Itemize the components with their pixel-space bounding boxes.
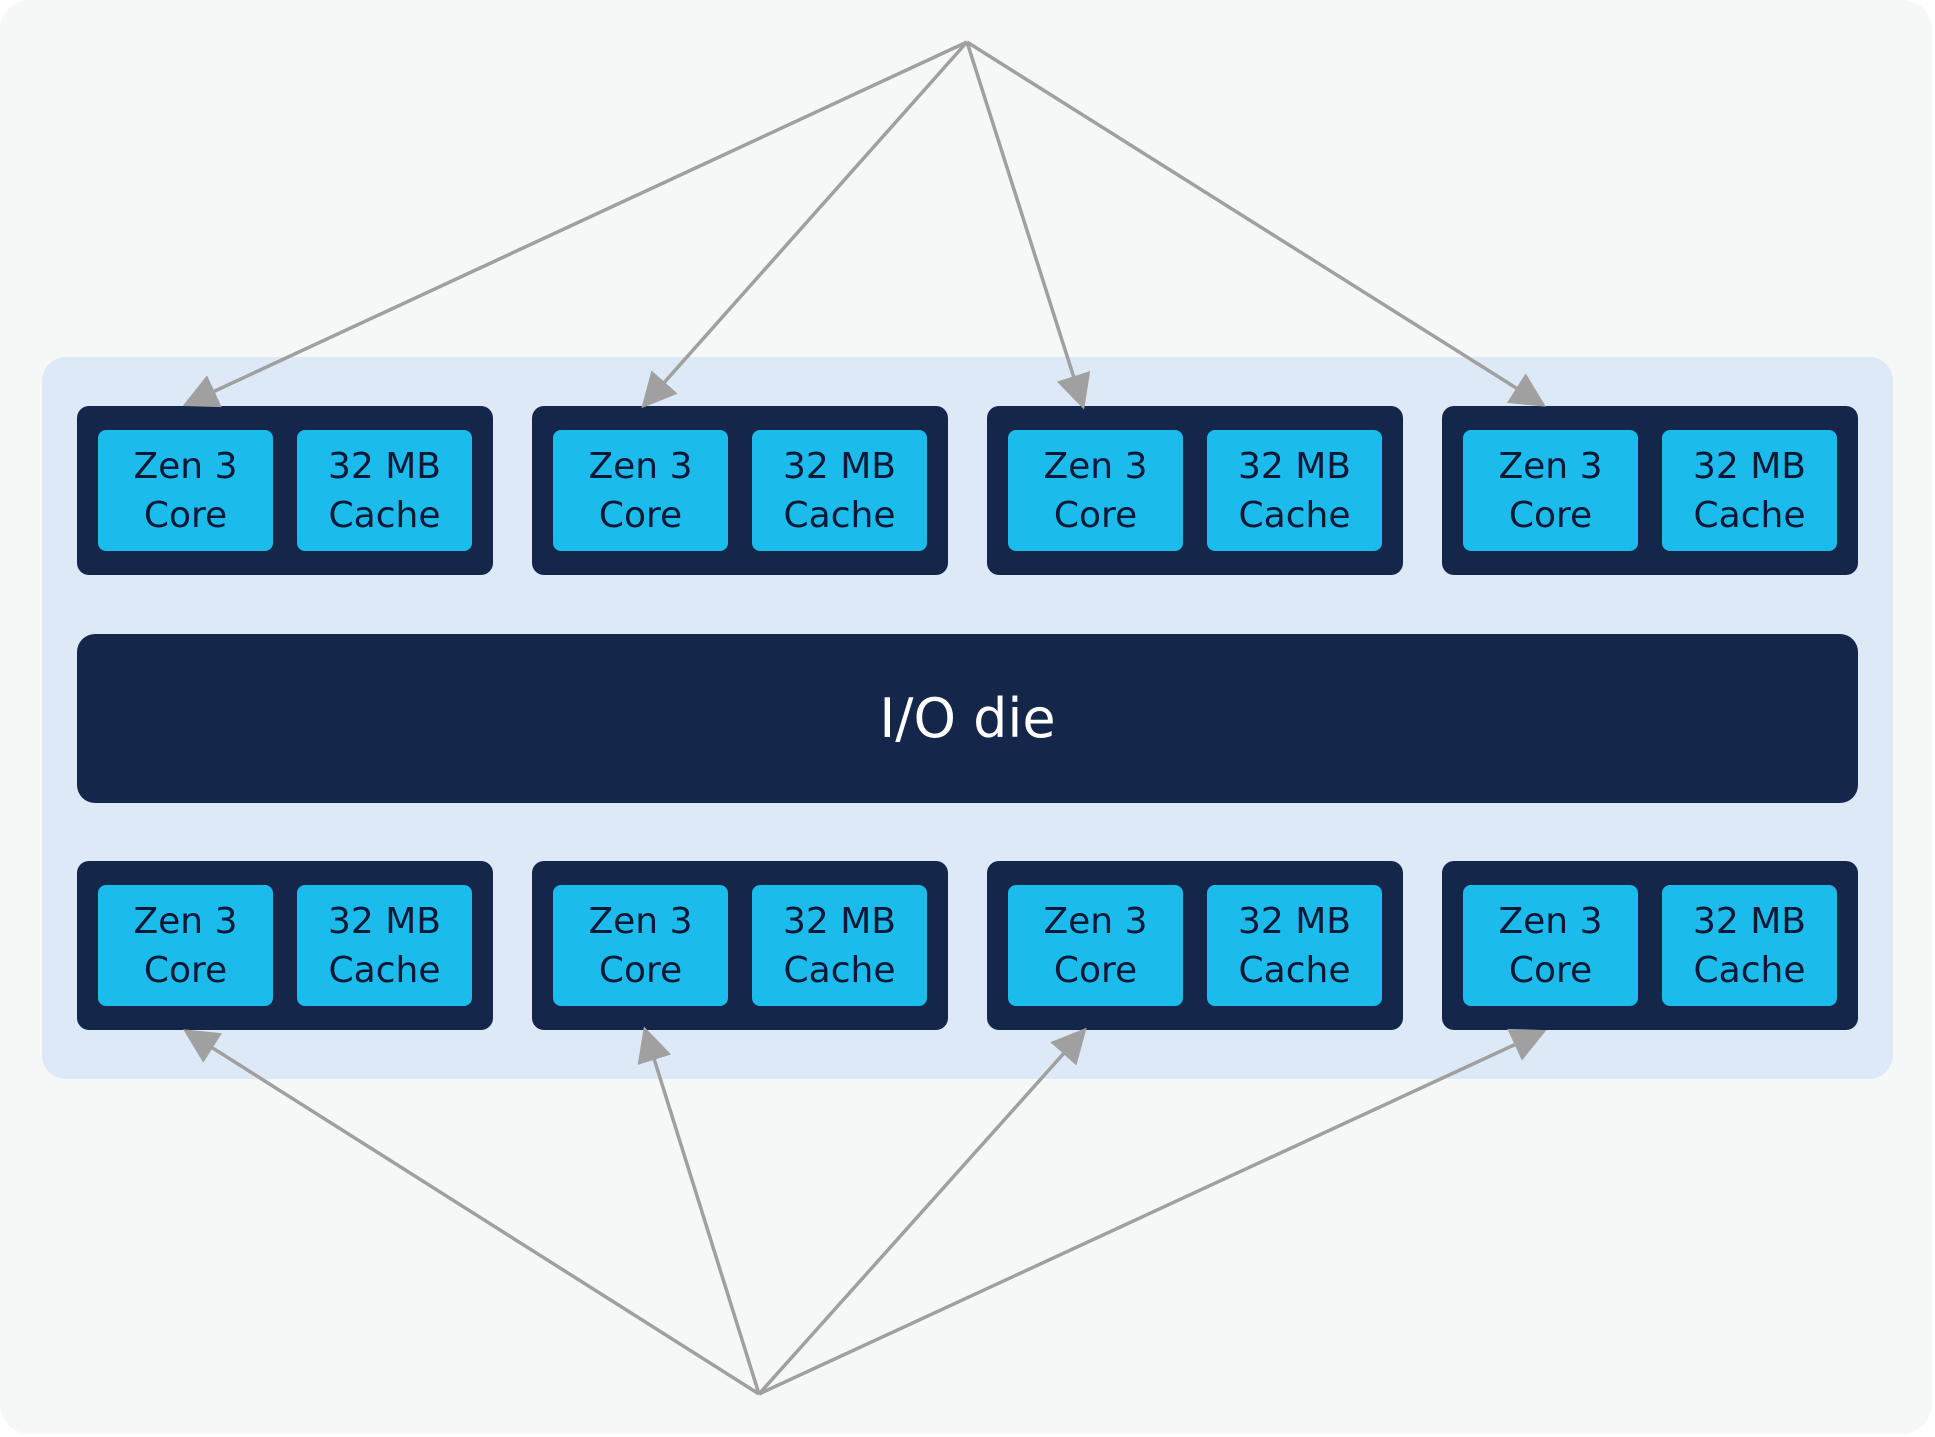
core-label-line2: Core — [143, 494, 228, 536]
ccd-bottom-2: Zen 3 Core 32 MB Cache — [532, 861, 948, 1030]
cache-label-line1: 32 MB — [1237, 900, 1351, 942]
core-label-line2: Core — [1053, 494, 1138, 536]
cache-label-line2: Cache — [1693, 494, 1806, 536]
cache-label-line2: Cache — [328, 494, 441, 536]
cache-label-line1: 32 MB — [782, 900, 896, 942]
cache-block: 32 MB Cache — [1662, 430, 1837, 551]
cache-label-line1: 32 MB — [327, 445, 441, 487]
ccd-top-1: Zen 3 Core 32 MB Cache — [77, 406, 493, 575]
core-label-line1: Zen 3 — [1043, 445, 1148, 487]
cache-label-line2: Cache — [1238, 494, 1351, 536]
zen3-core-block: Zen 3 Core — [98, 885, 273, 1006]
zen3-core-block: Zen 3 Core — [1463, 430, 1638, 551]
cache-label-line2: Cache — [783, 949, 896, 991]
core-label-line1: Zen 3 — [1043, 900, 1148, 942]
cache-label-line2: Cache — [1238, 949, 1351, 991]
zen3-core-block: Zen 3 Core — [553, 885, 728, 1006]
cache-label-line1: 32 MB — [1692, 445, 1806, 487]
ccd-bottom-1: Zen 3 Core 32 MB Cache — [77, 861, 493, 1030]
cache-block: 32 MB Cache — [752, 885, 927, 1006]
core-label-line1: Zen 3 — [1498, 445, 1603, 487]
io-die-label: I/O die — [879, 687, 1056, 750]
zen3-core-block: Zen 3 Core — [1008, 885, 1183, 1006]
cache-label-line2: Cache — [328, 949, 441, 991]
ccd-bottom-3: Zen 3 Core 32 MB Cache — [987, 861, 1403, 1030]
cache-block: 32 MB Cache — [1207, 885, 1382, 1006]
cache-label-line1: 32 MB — [782, 445, 896, 487]
core-label-line2: Core — [598, 949, 683, 991]
cache-block: 32 MB Cache — [297, 885, 472, 1006]
ccd-top-3: Zen 3 Core 32 MB Cache — [987, 406, 1403, 575]
zen3-core-block: Zen 3 Core — [553, 430, 728, 551]
ccd-bottom-4: Zen 3 Core 32 MB Cache — [1442, 861, 1858, 1030]
core-label-line1: Zen 3 — [1498, 900, 1603, 942]
cache-label-line2: Cache — [783, 494, 896, 536]
cache-label-line1: 32 MB — [327, 900, 441, 942]
core-label-line2: Core — [143, 949, 228, 991]
zen3-core-block: Zen 3 Core — [98, 430, 273, 551]
zen3-core-block: Zen 3 Core — [1008, 430, 1183, 551]
zen3-core-block: Zen 3 Core — [1463, 885, 1638, 1006]
core-label-line1: Zen 3 — [133, 445, 238, 487]
ccd-top-4: Zen 3 Core 32 MB Cache — [1442, 406, 1858, 575]
cache-block: 32 MB Cache — [1662, 885, 1837, 1006]
cache-label-line1: 32 MB — [1692, 900, 1806, 942]
core-label-line1: Zen 3 — [588, 900, 693, 942]
core-label-line1: Zen 3 — [588, 445, 693, 487]
core-label-line2: Core — [1508, 494, 1593, 536]
core-label-line2: Core — [1053, 949, 1138, 991]
ccd-top-2: Zen 3 Core 32 MB Cache — [532, 406, 948, 575]
core-label-line1: Zen 3 — [133, 900, 238, 942]
core-label-line2: Core — [598, 494, 683, 536]
core-label-line2: Core — [1508, 949, 1593, 991]
cache-block: 32 MB Cache — [1207, 430, 1382, 551]
cache-block: 32 MB Cache — [297, 430, 472, 551]
cache-block: 32 MB Cache — [752, 430, 927, 551]
cache-label-line2: Cache — [1693, 949, 1806, 991]
io-die: I/O die — [77, 634, 1858, 803]
cache-label-line1: 32 MB — [1237, 445, 1351, 487]
